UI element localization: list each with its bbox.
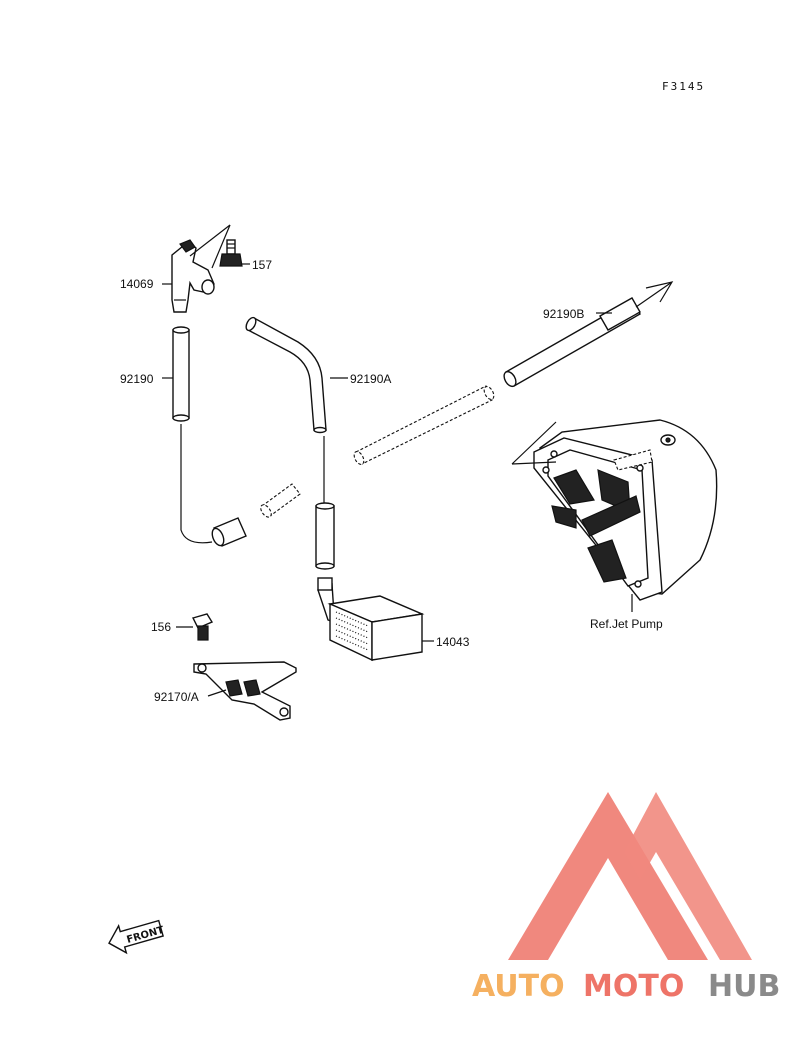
leader-fitting-screw-a [189,224,231,257]
dashed-long-hose [353,385,495,466]
label-157: 157 [252,258,272,272]
label-92190A: 92190A [350,372,391,386]
part-92190-hose [172,326,190,422]
front-direction-arrow: FRONT [108,919,165,955]
label-14069: 14069 [120,277,154,291]
label-92170A: 92170/A [154,690,199,704]
watermark-logo [508,792,752,960]
watermark-text-hub: HUB [708,969,780,1004]
part-156-bolt [191,613,214,641]
part-14069-fitting [171,239,215,313]
label-ref-jet-pump: Ref.Jet Pump [590,617,663,631]
watermark-text-auto: AUTO [472,969,565,1004]
part-92190B-hose [503,297,641,388]
part-92170A-bracket [193,661,297,721]
part-92190A-bent-hose [245,316,327,434]
label-92190B: 92190B [543,307,584,321]
leader-92170A [207,689,227,697]
small-hose-piece [211,517,247,547]
figure-code: F3145 [662,80,705,93]
pump-reference-lines [511,421,557,465]
part-157-bolt [219,239,243,267]
label-156: 156 [151,620,171,634]
part-14043-box [317,577,425,662]
label-14043: 14043 [436,635,470,649]
dashed-small-hose [260,483,301,518]
jet-pump-housing [533,419,718,601]
lower-hose-segment [315,502,335,570]
leader-fitting-screw-b [211,224,231,269]
watermark-text-moto: MOTO [583,969,684,1004]
hose-direction-arrow [635,281,674,308]
connection-line-left [180,424,213,544]
label-92190: 92190 [120,372,154,386]
